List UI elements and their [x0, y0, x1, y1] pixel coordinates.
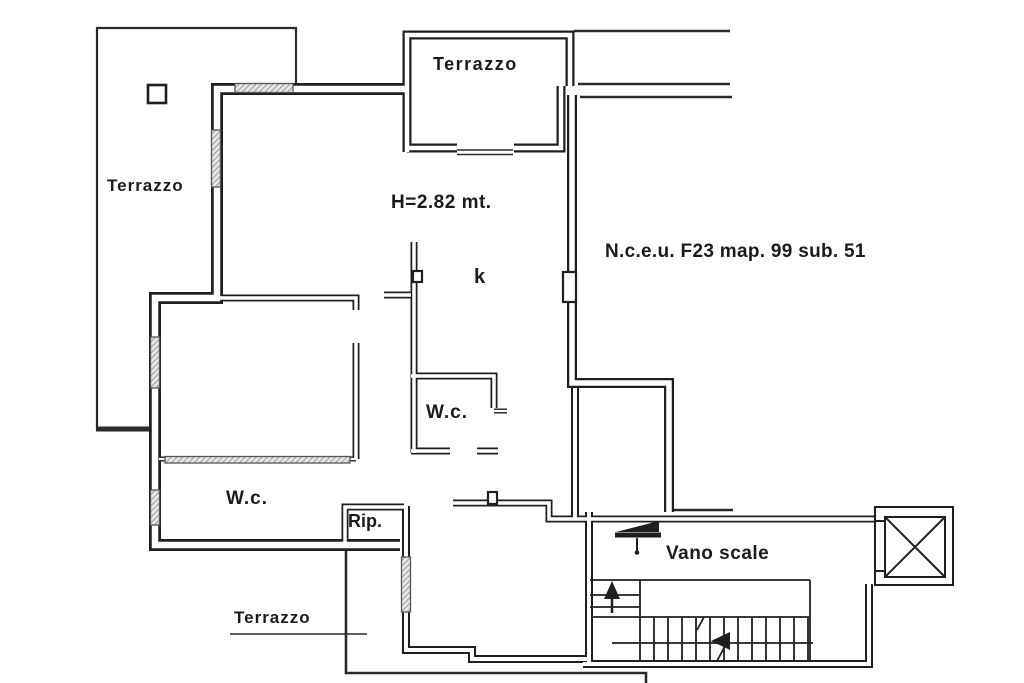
up-arrow-icon	[604, 581, 620, 613]
kitchen-label: k	[474, 266, 486, 288]
ceiling-height-label: H=2.82 mt.	[391, 192, 492, 213]
down-arrow-icon	[696, 616, 730, 662]
windows	[149, 82, 412, 613]
wc-large-label: W.c.	[226, 488, 269, 509]
terrace-left-label: Terrazzo	[107, 176, 184, 195]
door-sill	[457, 149, 513, 156]
terrace-bottom-label: Terrazzo	[234, 608, 311, 627]
terrace-outline	[95, 26, 648, 683]
party-wall-lines	[574, 29, 733, 512]
square-pillar-icon	[146, 83, 168, 105]
cadastral-reference-label: N.c.e.u. F23 map. 99 sub. 51	[605, 241, 866, 262]
walls-core	[155, 35, 877, 667]
stair-treads	[653, 618, 809, 661]
wc-small-label: W.c.	[426, 402, 469, 423]
stairwell-label: Vano scale	[666, 543, 770, 564]
walls-outer	[155, 35, 875, 665]
door-swing-icon	[615, 521, 661, 555]
elevator-x-icon	[874, 506, 954, 586]
wall-pilasters	[411, 269, 578, 506]
storage-label: Rip.	[348, 511, 382, 531]
terrace-top-label: Terrazzo	[433, 54, 518, 74]
